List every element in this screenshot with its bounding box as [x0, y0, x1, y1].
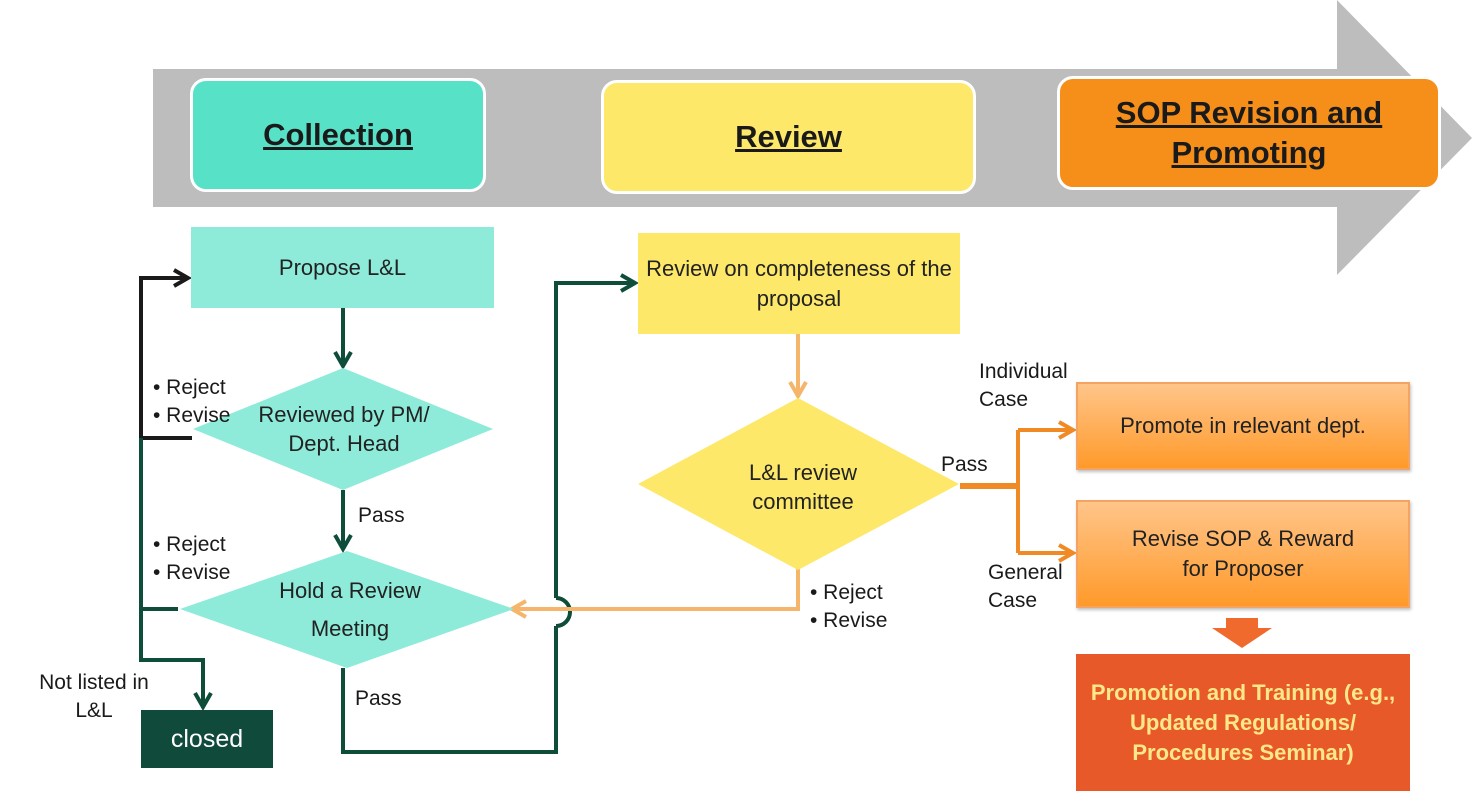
node-closed: closed	[141, 710, 273, 768]
label-individual-case: Individual Case	[979, 360, 1068, 411]
label-reject-2: • Reject	[153, 533, 226, 556]
phase-review-label: Review	[735, 119, 842, 154]
label-revise-1: • Revise	[153, 404, 231, 427]
label-not-listed: Not listed in L&L	[39, 671, 149, 722]
phase-sop-revision: SOP Revision and Promoting	[1057, 76, 1441, 190]
phase-review: Review	[601, 80, 976, 194]
label-revise-3: • Revise	[810, 609, 888, 632]
node-completeness-label: Review on completeness of the proposal	[646, 255, 952, 311]
node-committee-label: L&L review committee	[748, 460, 857, 514]
label-pass-2: Pass	[355, 687, 402, 710]
phase-sop-revision-label: SOP Revision and Promoting	[1115, 95, 1383, 170]
phase-collection: Collection	[190, 78, 486, 192]
node-revise-sop-label: Revise SOP & Reward for Proposer	[1131, 526, 1355, 581]
node-hold-meeting: Hold a Review Meeting	[250, 572, 450, 648]
node-propose: Propose L&L	[191, 227, 494, 308]
node-promote-dept-label: Promote in relevant dept.	[1120, 413, 1366, 438]
node-promotion-training-label: Promotion and Training (e.g., Updated Re…	[1090, 679, 1396, 765]
diamond-committee	[638, 398, 959, 570]
node-reviewed-by-label: Reviewed by PM/ Dept. Head	[258, 402, 430, 456]
node-completeness: Review on completeness of the proposal	[638, 233, 960, 334]
node-committee: L&L review committee	[718, 452, 888, 522]
node-revise-sop: Revise SOP & Reward for Proposer	[1076, 500, 1410, 608]
label-general-case: General Case	[988, 561, 1063, 612]
label-pass-3: Pass	[941, 453, 988, 476]
label-revise-2: • Revise	[153, 561, 231, 584]
node-promote-dept: Promote in relevant dept.	[1076, 382, 1410, 470]
diamond-reviewed-by	[193, 368, 493, 490]
label-pass-1: Pass	[358, 504, 405, 527]
phase-collection-label: Collection	[263, 117, 413, 152]
label-reject-1: • Reject	[153, 376, 226, 399]
node-hold-meeting-label: Hold a Review Meeting	[279, 578, 421, 641]
node-promotion-training: Promotion and Training (e.g., Updated Re…	[1076, 654, 1410, 791]
diamond-hold-meeting	[180, 551, 514, 668]
node-reviewed-by: Reviewed by PM/ Dept. Head	[258, 384, 430, 474]
down-arrow-icon	[1212, 618, 1272, 648]
node-closed-label: closed	[170, 725, 244, 753]
label-reject-3: • Reject	[810, 581, 883, 604]
node-propose-label: Propose L&L	[278, 254, 407, 280]
